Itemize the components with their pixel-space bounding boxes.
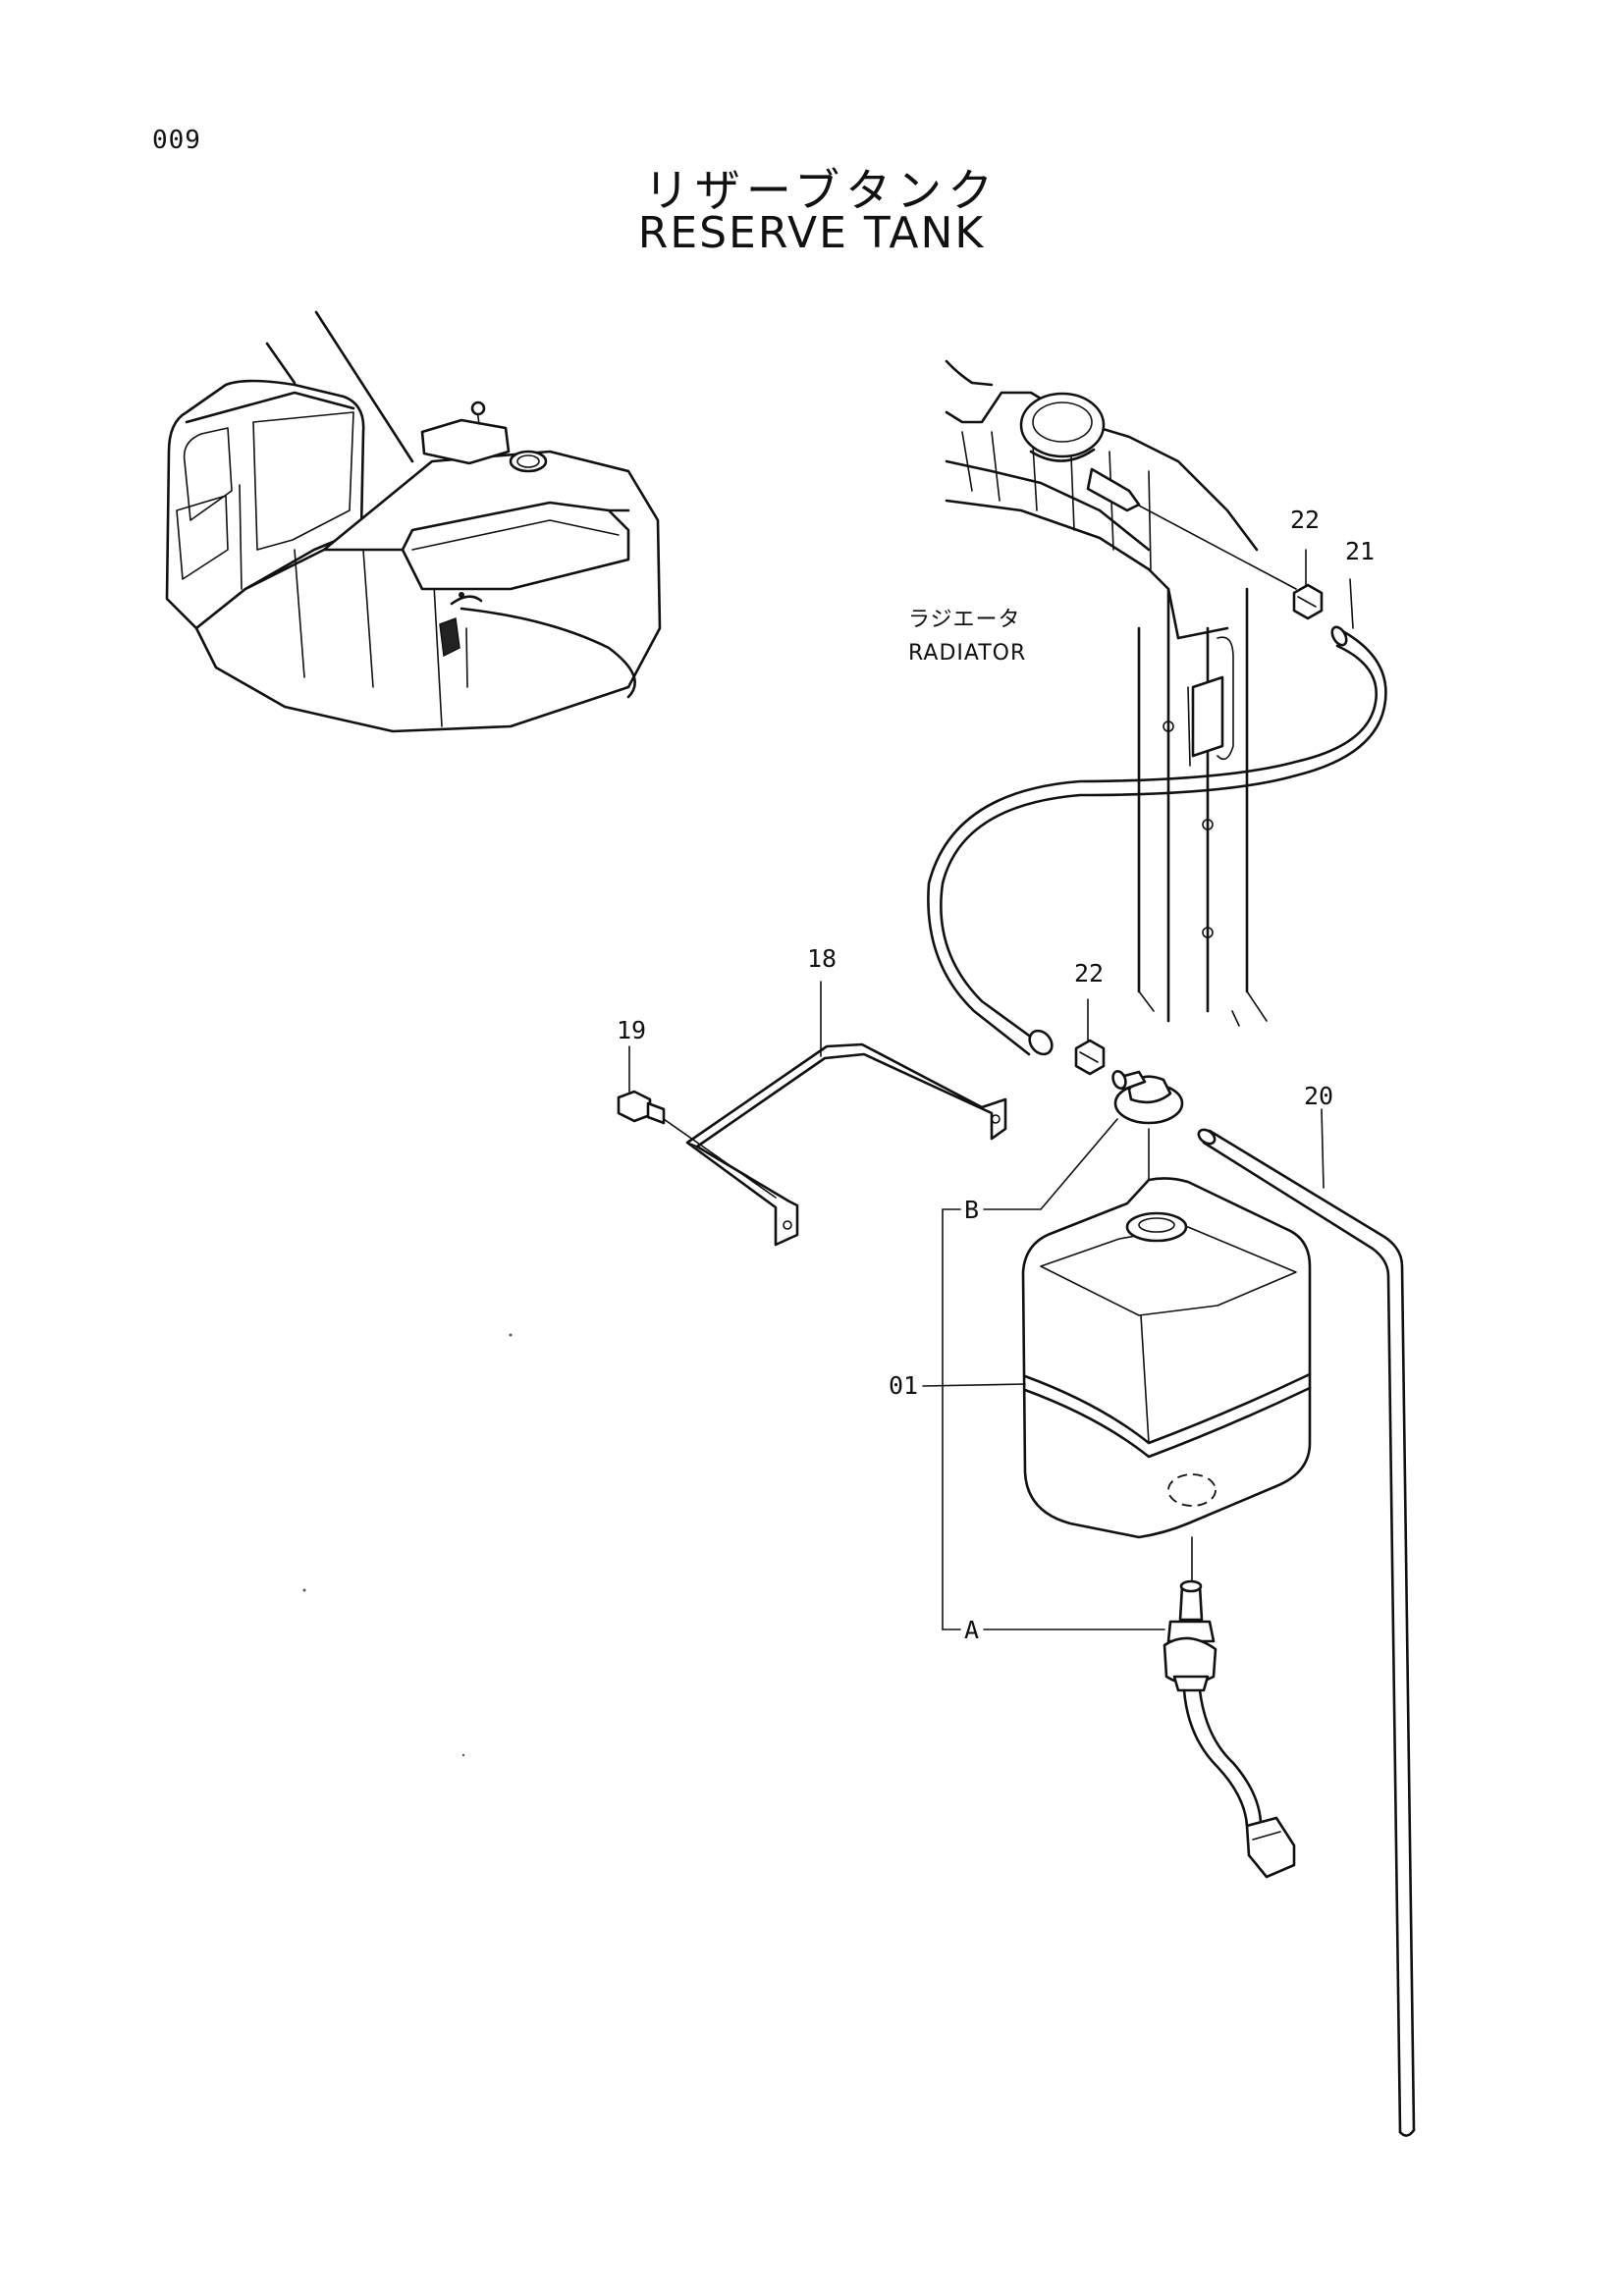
leader-lines [922, 1118, 1165, 1630]
page-title-japanese: リザーブタンク [643, 164, 1000, 217]
part-18-bracket [685, 981, 1007, 1247]
machine-overview-illustration [165, 310, 662, 733]
part-22-clamp-lower [1074, 998, 1106, 1076]
part-01-reserve-tank [1021, 1128, 1312, 1581]
part-20-drain-hose [1197, 1108, 1416, 2137]
page-number: 009 [152, 126, 201, 155]
page-title-english: RESERVE TANK [637, 208, 986, 258]
part-21-overflow-hose [927, 578, 1387, 1056]
part-19-bolt [617, 1045, 777, 1199]
callout-A: A [964, 1616, 979, 1644]
callout-22-upper: 22 [1290, 506, 1320, 534]
level-switch-with-harness [1163, 1579, 1296, 1879]
callout-01: 01 [889, 1371, 918, 1400]
callout-19: 19 [617, 1016, 646, 1044]
radiator-illustration [945, 359, 1297, 1027]
callout-B: B [964, 1196, 979, 1224]
callout-20: 20 [1304, 1082, 1333, 1110]
radiator-label-japanese: ラジエータ [908, 608, 1021, 632]
callout-21: 21 [1345, 537, 1375, 565]
part-22-clamp-upper [1292, 549, 1324, 620]
callout-22-lower: 22 [1074, 959, 1104, 988]
tank-cap-with-nipple [1111, 1069, 1184, 1125]
radiator-label-english: RADIATOR [908, 641, 1026, 666]
callout-18: 18 [807, 944, 837, 973]
